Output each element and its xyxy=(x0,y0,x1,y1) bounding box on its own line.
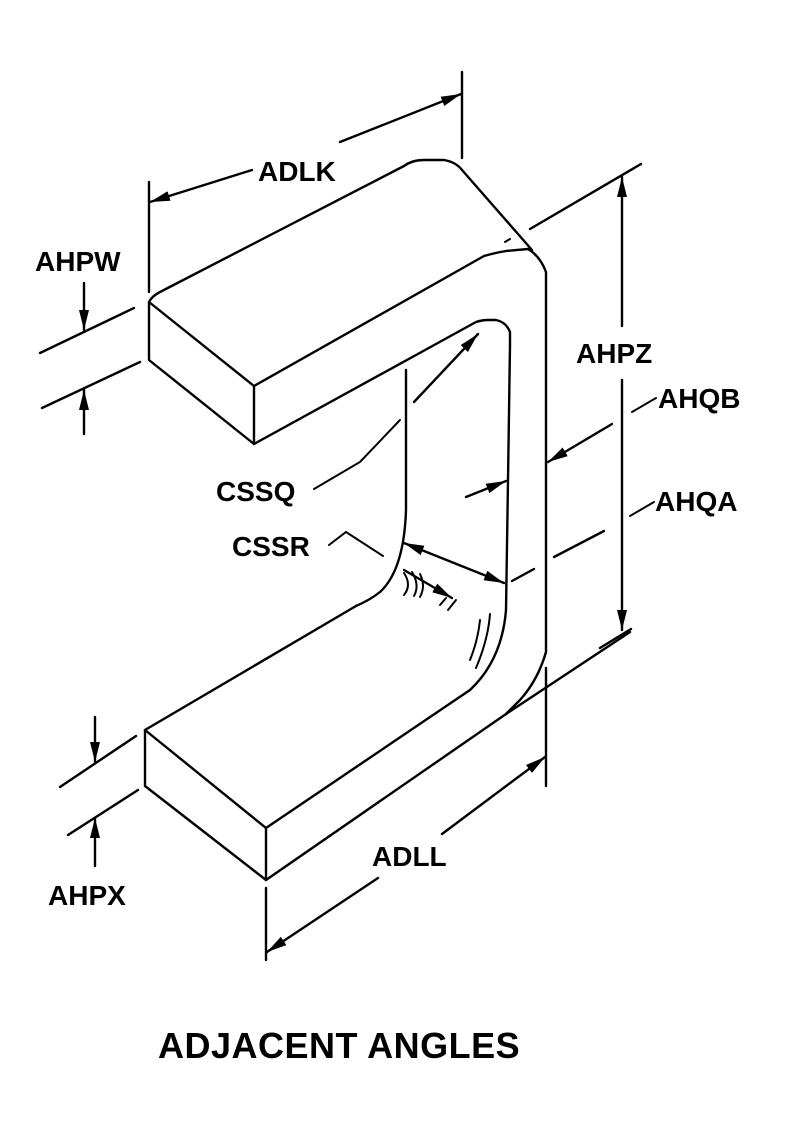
label-ahpz: AHPZ xyxy=(576,338,652,369)
dimension-adlk: ADLK xyxy=(147,70,464,294)
dimension-ahpx: AHPX xyxy=(48,715,140,911)
ahqa-leader xyxy=(629,501,655,517)
ahpz-extension-bottom xyxy=(598,627,633,650)
ahpz-extension-top xyxy=(528,162,643,231)
fillet-shade xyxy=(469,619,481,661)
ahpw-extension-bottom xyxy=(40,360,142,410)
corner-tick xyxy=(504,238,511,243)
label-adll: ADLL xyxy=(372,841,447,872)
web-inner-curve xyxy=(354,368,408,608)
top-flange-under-edge xyxy=(252,318,512,446)
dimension-ahqa: AHQA xyxy=(464,479,737,583)
ahqa-arrow xyxy=(464,479,508,499)
bottom-flange-bottom-edge xyxy=(264,712,508,882)
dimension-ahpz: AHPZ xyxy=(528,162,652,650)
web-inner-face xyxy=(468,343,512,692)
web xyxy=(354,247,548,716)
dimension-ahpw: AHPW xyxy=(35,246,142,436)
adll-arrow-right xyxy=(440,755,547,836)
label-ahqa: AHQA xyxy=(655,486,737,517)
label-ahpw: AHPW xyxy=(35,246,121,277)
fillet-shade xyxy=(439,597,447,606)
dimension-cssr: CSSR xyxy=(232,530,506,600)
top-flange xyxy=(147,158,534,446)
ahqb-leader xyxy=(631,397,657,413)
top-flange-top-edge xyxy=(147,158,534,304)
top-flange-end-face xyxy=(147,300,256,446)
bottom-flange xyxy=(143,604,508,882)
bottom-flange-end-face xyxy=(143,728,268,882)
dimension-cssq: CSSQ xyxy=(216,332,480,507)
bottom-flange-top-edge xyxy=(143,604,358,732)
label-cssr: CSSR xyxy=(232,531,310,562)
adlk-arrow-right xyxy=(338,92,463,144)
fillet-shade xyxy=(403,572,409,596)
fillet-shade xyxy=(447,599,457,611)
fillet-shade xyxy=(419,573,424,598)
ahqb-arrow xyxy=(546,422,614,464)
figure-title: ADJACENT ANGLES xyxy=(158,1025,520,1066)
label-adlk: ADLK xyxy=(258,156,336,187)
cssq-arrow xyxy=(412,332,480,404)
label-ahqb: AHQB xyxy=(658,383,740,414)
cssr-arrow xyxy=(402,541,506,585)
dimension-ahqb: AHQB xyxy=(546,383,740,464)
bottom-flange-inner-edge xyxy=(264,688,472,830)
label-ahpx: AHPX xyxy=(48,880,126,911)
dimension-adll: ADLL xyxy=(264,630,632,962)
adll-arrow-left xyxy=(265,876,380,954)
web-outer-face xyxy=(504,247,548,716)
adll-extension-diagonal xyxy=(504,630,632,716)
cssq-leader xyxy=(313,419,401,490)
adlk-arrow-left xyxy=(148,168,254,204)
cssr-radius-arrow xyxy=(402,568,454,600)
ahpx-extension-top xyxy=(58,734,138,789)
label-cssq: CSSQ xyxy=(216,476,295,507)
top-flange-inner-edge xyxy=(252,247,530,388)
fillet-shade xyxy=(475,613,491,669)
ahpw-extension-top xyxy=(38,306,136,355)
ahqa-extension-inner xyxy=(510,567,536,583)
ahqa-extension xyxy=(552,529,606,559)
cssr-leader xyxy=(328,530,384,557)
ahpx-extension-bottom xyxy=(66,788,140,837)
